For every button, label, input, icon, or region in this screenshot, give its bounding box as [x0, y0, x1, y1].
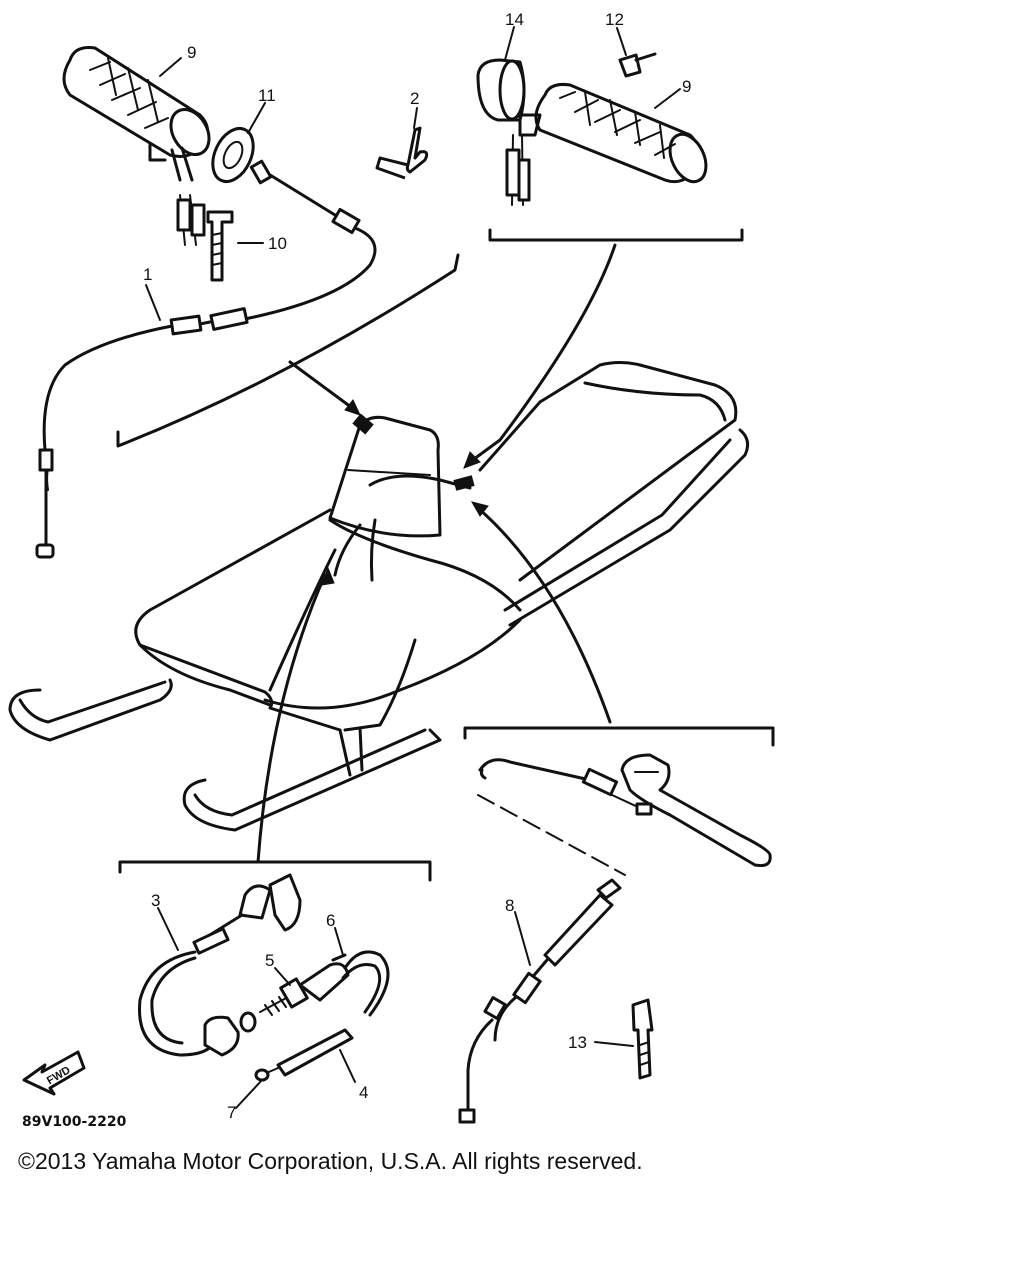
copyright-notice: ©2013 Yamaha Motor Corporation, U.S.A. A…	[18, 1148, 643, 1174]
leader-arrows	[256, 243, 617, 864]
handlebar-grip-left	[62, 46, 211, 246]
choke-lever	[203, 873, 302, 940]
screw-13	[631, 998, 654, 1080]
plunger-5-6	[259, 950, 390, 1017]
callout-5: 5	[265, 951, 274, 970]
cable-clip-2	[375, 126, 429, 180]
callout-4: 4	[359, 1083, 368, 1102]
callout-12: 12	[605, 10, 624, 29]
snowmobile-body	[8, 361, 750, 832]
throttle-housing-ring	[211, 127, 255, 183]
diagram-code: 89V100-2220	[22, 1114, 127, 1130]
brake-assembly	[458, 753, 772, 1124]
callout-leaders	[145, 26, 681, 1109]
callout-9-left: 9	[187, 43, 196, 62]
callout-13: 13	[568, 1033, 587, 1052]
callout-7: 7	[227, 1103, 236, 1122]
callout-1: 1	[143, 265, 152, 284]
callout-14: 14	[505, 10, 524, 29]
left-grip-assembly	[35, 46, 429, 559]
switch-12	[618, 52, 657, 78]
fwd-arrow: FWD	[22, 1050, 86, 1096]
brake-cable-short	[478, 758, 592, 782]
right-grip-assembly	[476, 52, 708, 206]
callout-8: 8	[505, 896, 514, 915]
group-brackets	[116, 228, 775, 882]
hose-4	[254, 1028, 354, 1082]
callout-9-right: 9	[682, 77, 691, 96]
callout-numbers: 1 2 3 4 5 6 7 8 9 9 10 11 12 13 14	[143, 10, 691, 1122]
callout-3: 3	[151, 891, 160, 910]
callout-2: 2	[410, 89, 419, 108]
callout-6: 6	[326, 911, 335, 930]
brake-cable-8	[458, 878, 622, 1124]
throttle-cable-1	[35, 159, 377, 559]
handlebar-grip-right	[505, 83, 708, 206]
callout-10: 10	[268, 234, 287, 253]
brake-lever	[620, 753, 772, 867]
grip-end-cap-14	[476, 58, 526, 122]
callout-11: 11	[258, 86, 276, 105]
choke-cable-3	[138, 927, 257, 1057]
screw-10	[206, 210, 234, 282]
choke-assembly: FWD	[22, 873, 390, 1096]
parts-diagram: FWD	[8, 10, 775, 1124]
